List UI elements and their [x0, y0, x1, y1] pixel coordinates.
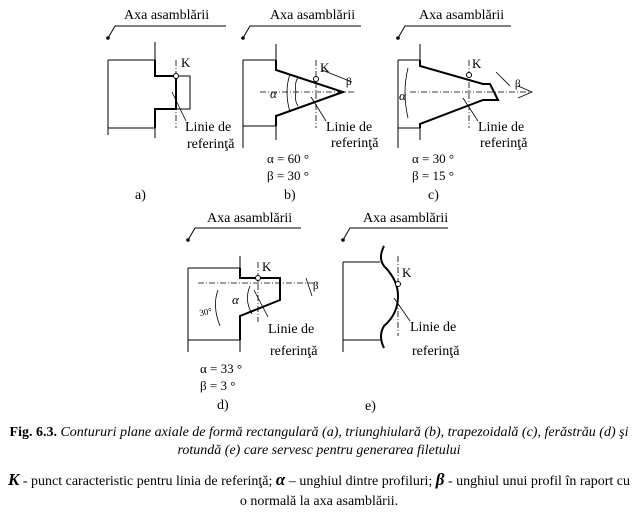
panel-label: e): [365, 399, 376, 414]
legend-beta-text: - unghiul unui profil în raport cu o nor…: [239, 474, 630, 509]
panel-label: b): [284, 188, 296, 203]
point-k: K: [262, 259, 272, 274]
ref-line-label-1: Linie de: [185, 120, 231, 135]
caption-number: Fig. 6.3.: [9, 425, 57, 440]
alpha-symbol: α: [399, 88, 407, 103]
ref-line-label-2: referinţă: [270, 344, 318, 359]
legend-k-text: - punct caracteristic pentru linia de re…: [22, 474, 273, 489]
beta-symbol: β: [313, 280, 319, 292]
axis-label: Axa asamblării: [124, 8, 209, 23]
beta-value: β = 30 °: [267, 168, 309, 183]
axis-label: Axa asamblării: [419, 8, 504, 23]
point-k: K: [402, 265, 412, 280]
panel-a: Axa asamblării K Linie de referinţă a): [106, 8, 235, 203]
ref-line-label-1: Linie de: [478, 120, 524, 135]
legend-alpha-symbol: α: [275, 470, 286, 489]
point-k: K: [320, 60, 330, 75]
ref-line-label-2: referinţă: [331, 136, 379, 151]
axis-label: Axa asamblării: [363, 211, 448, 226]
beta-symbol: β: [515, 78, 521, 90]
alpha-symbol: α: [232, 292, 240, 307]
ref-line-label-2: referinţă: [412, 344, 460, 359]
axis-label: Axa asamblării: [207, 211, 292, 226]
axis-label: Axa asamblării: [270, 8, 355, 23]
alpha-symbol: α: [270, 86, 278, 101]
panel-d: Axa asamblării α β 30° K Linie de referi…: [186, 211, 319, 413]
alpha-value: α = 60 °: [267, 151, 309, 166]
panel-label: c): [428, 188, 439, 203]
ref-line-label-2: referinţă: [480, 136, 528, 151]
legend-beta-symbol: β: [435, 470, 445, 489]
panel-label: a): [135, 188, 146, 203]
legend-k-symbol: K: [8, 470, 20, 489]
point-k: K: [472, 56, 482, 71]
ref-line-label-2: referinţă: [187, 137, 235, 152]
ref-line-label-1: Linie de: [268, 322, 314, 337]
figure-caption: Fig. 6.3. Contururi plane axiale de form…: [8, 424, 630, 460]
panel-c: Axa asamblării α β K Linie de referinţă …: [396, 8, 534, 203]
alpha-value: α = 30 °: [412, 151, 454, 166]
point-k: K: [181, 55, 191, 70]
beta-symbol: β: [346, 76, 352, 88]
beta-value: β = 15 °: [412, 168, 454, 183]
caption-text: Contururi plane axiale de formă rectangu…: [60, 425, 629, 458]
alpha-value: α = 33 °: [200, 361, 242, 376]
ref-line-label-1: Linie de: [326, 120, 372, 135]
figure-legend: K - punct caracteristic pentru linia de …: [8, 470, 630, 512]
beta-value: β = 3 °: [200, 378, 235, 393]
panel-b: Axa asamblării α β K Linie de referinţă …: [241, 8, 379, 203]
ref-line-label-1: Linie de: [410, 320, 456, 335]
legend-alpha-text: – unghiul dintre profiluri;: [288, 474, 433, 489]
angle-note: 30°: [199, 306, 214, 318]
panel-e: Axa asamblării K Linie de referinţă e): [341, 211, 460, 414]
panel-label: d): [217, 398, 229, 413]
thread-profile-figure: Axa asamblării K Linie de referinţă a) A…: [106, 8, 534, 414]
